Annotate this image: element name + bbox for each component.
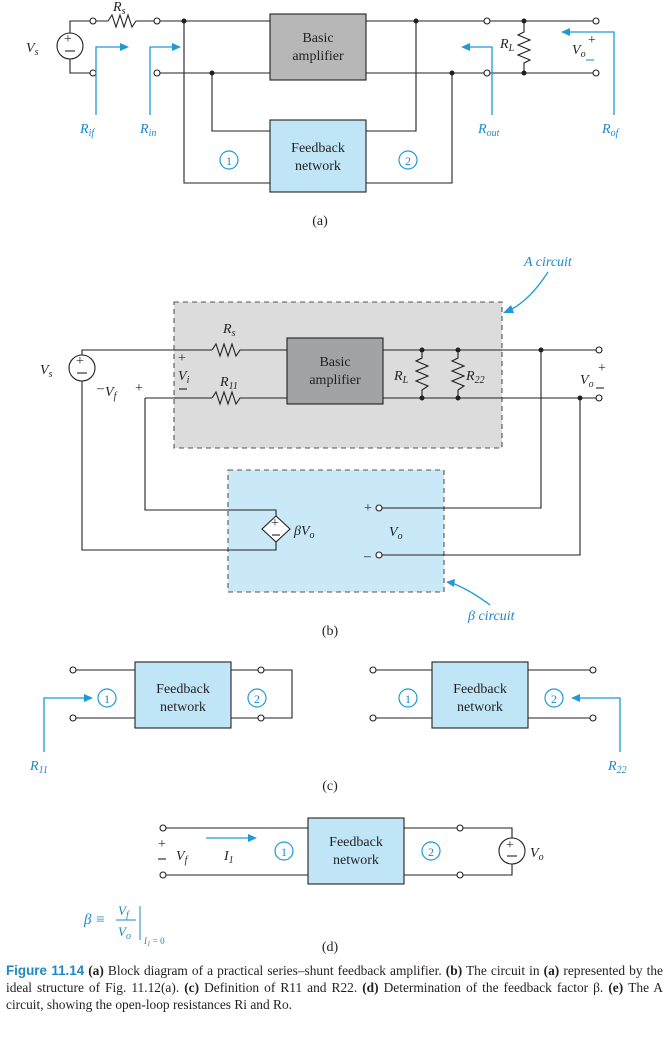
svg-text:+: + bbox=[64, 32, 72, 47]
label-rif: Rif bbox=[79, 122, 95, 139]
label-rl: RL bbox=[499, 37, 515, 54]
svg-text:Feedback: Feedback bbox=[291, 141, 345, 156]
port-1-marker bbox=[219, 150, 239, 170]
label-rin: Rin bbox=[139, 122, 156, 139]
svg-text:+: + bbox=[135, 381, 143, 396]
svg-text:1: 1 bbox=[281, 845, 287, 859]
panel-b-label: (b) bbox=[322, 624, 339, 639]
svg-text:βVo: βVo bbox=[293, 524, 315, 541]
svg-text:(c): (c) bbox=[322, 779, 338, 794]
svg-text:R11: R11 bbox=[219, 375, 238, 392]
svg-text:Basic: Basic bbox=[319, 355, 350, 370]
svg-text:+: + bbox=[76, 354, 84, 369]
svg-text:Vo: Vo bbox=[530, 846, 544, 863]
svg-text:Vf: Vf bbox=[176, 849, 189, 866]
dependent-source bbox=[261, 515, 291, 543]
svg-text:R22: R22 bbox=[465, 369, 485, 386]
label-vs: Vs bbox=[26, 41, 39, 58]
panel-a: + Vs Rs Basic amplifier RL Vo + bbox=[26, 0, 620, 229]
svg-text:2: 2 bbox=[428, 845, 434, 859]
svg-text:+: + bbox=[598, 361, 606, 376]
beta-circuit-label: β circuit bbox=[467, 609, 516, 624]
svg-text:+: + bbox=[178, 351, 186, 366]
panel-c: Feedback network 1 2 R11 Feedback networ… bbox=[29, 661, 627, 794]
panel-d: + Vf I1 1 Feedback network 2 + Vo β ≡ Vf… bbox=[83, 817, 544, 955]
svg-text:1: 1 bbox=[405, 692, 411, 706]
svg-text:Vf: Vf bbox=[118, 903, 130, 921]
panel-a-label: (a) bbox=[312, 214, 328, 229]
svg-text:Vf: Vf bbox=[105, 385, 118, 402]
svg-text:Vi: Vi bbox=[178, 369, 190, 386]
label-rs: Rs bbox=[112, 0, 126, 17]
svg-text:network: network bbox=[333, 853, 379, 868]
beta-circuit-region bbox=[227, 469, 445, 593]
feedback-network-c2 bbox=[431, 661, 529, 729]
svg-text:+: + bbox=[587, 33, 596, 48]
svg-text:R11: R11 bbox=[29, 759, 48, 776]
svg-text:R22: R22 bbox=[607, 759, 627, 776]
svg-text:+: + bbox=[158, 837, 166, 852]
label-rout: Rout bbox=[477, 122, 500, 139]
svg-text:+: + bbox=[271, 516, 279, 531]
svg-text:(d): (d) bbox=[322, 940, 339, 955]
svg-text:network: network bbox=[295, 159, 341, 174]
basic-amplifier-block bbox=[269, 13, 367, 81]
svg-text:–: – bbox=[96, 381, 105, 396]
svg-text:1: 1 bbox=[104, 692, 110, 706]
svg-text:2: 2 bbox=[254, 692, 260, 706]
svg-text:Basic: Basic bbox=[302, 31, 333, 46]
svg-text:Feedback: Feedback bbox=[453, 682, 507, 697]
svg-text:Vo: Vo bbox=[118, 924, 131, 942]
svg-text:network: network bbox=[160, 700, 206, 715]
svg-text:2: 2 bbox=[551, 692, 557, 706]
svg-text:–: – bbox=[363, 549, 372, 564]
label-rof: Rof bbox=[601, 122, 620, 139]
a-circuit-label: A circuit bbox=[523, 255, 573, 270]
basic-amplifier-block-b bbox=[286, 337, 384, 405]
feedback-network-c1 bbox=[134, 661, 232, 729]
svg-text:Vo: Vo bbox=[389, 525, 403, 542]
label-vo: Vo bbox=[572, 43, 586, 60]
svg-text:Feedback: Feedback bbox=[156, 682, 210, 697]
svg-text:Feedback: Feedback bbox=[329, 835, 383, 850]
svg-text:Rs: Rs bbox=[222, 322, 236, 339]
svg-text:I1: I1 bbox=[223, 849, 234, 866]
svg-text:2: 2 bbox=[405, 154, 411, 168]
svg-text:Vs: Vs bbox=[40, 363, 53, 380]
svg-text:+: + bbox=[506, 838, 514, 853]
svg-text:RL: RL bbox=[393, 369, 409, 386]
svg-text:network: network bbox=[457, 700, 503, 715]
svg-text:1: 1 bbox=[226, 154, 232, 168]
svg-text:amplifier: amplifier bbox=[309, 373, 361, 388]
svg-text:Vo: Vo bbox=[580, 373, 594, 390]
feedback-network-block bbox=[269, 119, 367, 193]
svg-text:amplifier: amplifier bbox=[292, 49, 344, 64]
figure-caption: Figure 11.14 (a) Block diagram of a prac… bbox=[6, 963, 663, 1012]
svg-text:I1 = 0: I1 = 0 bbox=[143, 936, 165, 948]
feedback-network-d bbox=[307, 817, 405, 885]
port-2-marker bbox=[398, 150, 418, 170]
panel-b: A circuit β circuit + Vs Rs R11 – Vf + +… bbox=[40, 255, 606, 639]
beta-definition: β ≡ bbox=[83, 912, 105, 928]
svg-text:+: + bbox=[364, 501, 372, 516]
